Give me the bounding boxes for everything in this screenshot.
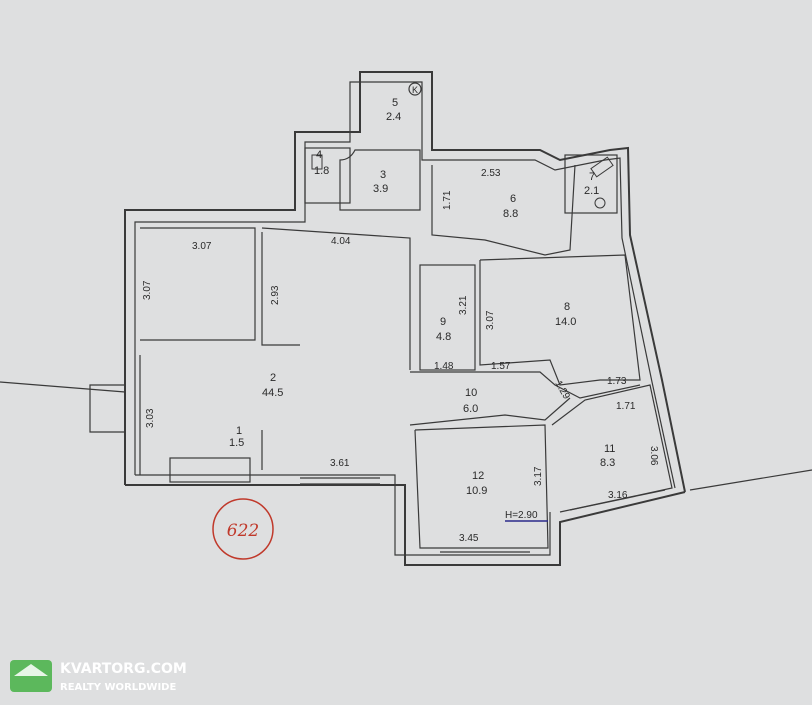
boiler-symbol: K xyxy=(412,85,418,95)
dimension-labels: 3.07 3.07 2.93 4.04 3.03 3.61 2.53 1.71 … xyxy=(142,168,659,544)
watermark-brand: KVARTORG.COM xyxy=(60,661,187,677)
room-4-number: 4 xyxy=(316,149,322,161)
stamp: 622 xyxy=(212,498,274,560)
room-2-area: 44.5 xyxy=(262,387,283,399)
room-11-area: 8.3 xyxy=(600,457,615,469)
room-11-number: 11 xyxy=(604,443,615,455)
wall-room-3 xyxy=(339,149,421,211)
wall-hall-left xyxy=(261,232,300,346)
dim-r3-bottom: 4.04 xyxy=(331,236,351,247)
bathtub-icon xyxy=(590,156,614,178)
dim-r6-left: 1.71 xyxy=(442,190,453,210)
room-3-area: 3.9 xyxy=(373,183,388,195)
room-12-number: 12 xyxy=(472,470,484,482)
room-10-area: 6.0 xyxy=(463,403,478,415)
dim-r2-left: 3.07 xyxy=(142,280,153,300)
dim-r2-bottom: 3.61 xyxy=(330,458,350,469)
dim-r11-right: 3.06 xyxy=(648,446,659,466)
room-7-number: 7 xyxy=(589,171,595,183)
watermark-subtitle: REALTY WORLDWIDE xyxy=(60,682,176,693)
dim-r8-bottom: 1.57 xyxy=(491,361,511,372)
room-3-number: 3 xyxy=(380,169,386,181)
window-room-11 xyxy=(569,489,666,511)
wall-room-12 xyxy=(414,424,549,549)
dim-r12-bottom: 3.45 xyxy=(459,533,479,544)
dim-r11-top2: 1.71 xyxy=(616,401,636,412)
ceiling-height-label: H=2.90 xyxy=(505,510,538,521)
outer-wall-top xyxy=(124,71,686,493)
stamp-circle xyxy=(212,498,274,560)
room-9-number: 9 xyxy=(440,316,446,328)
wall-room-6 xyxy=(431,164,576,256)
wall-left-room xyxy=(140,227,256,341)
boiler-icon xyxy=(408,82,422,96)
room-1-number: 1 xyxy=(236,425,242,437)
room-6-area: 8.8 xyxy=(503,208,518,220)
room-7-area: 2.1 xyxy=(584,185,599,197)
room-9-area: 4.8 xyxy=(436,331,451,343)
wall-room-9 xyxy=(419,264,476,371)
room-6-number: 6 xyxy=(510,193,516,205)
watermark: KVARTORG.COM REALTY WORLDWIDE xyxy=(10,660,187,693)
interior-walls xyxy=(0,147,812,553)
wall-left-bump xyxy=(89,384,125,433)
room-2-number: 2 xyxy=(270,372,276,384)
dim-r12-right: 3.17 xyxy=(533,466,544,486)
wall-left-ext xyxy=(0,381,126,393)
wall-corridor-top xyxy=(410,371,641,399)
room-4-area: 1.8 xyxy=(314,165,329,177)
wall-right-ext xyxy=(689,469,812,491)
room-8-area: 14.0 xyxy=(555,316,576,328)
dim-r2-inner: 2.93 xyxy=(270,285,281,305)
wall-room-7 xyxy=(564,154,618,214)
room-8-number: 8 xyxy=(564,301,570,313)
room-5-number: 5 xyxy=(392,97,398,109)
room-labels: 1 1.5 2 44.5 3 3.9 4 1.8 5 2.4 6 8.8 7 2… xyxy=(229,97,615,497)
wall-corridor-bottom xyxy=(409,397,571,426)
dim-r6-top: 2.53 xyxy=(481,168,501,179)
fixtures: K xyxy=(311,82,614,209)
outer-wall-inner-bottom xyxy=(135,474,551,556)
bay-room-1 xyxy=(169,457,251,483)
stamp-text: 622 xyxy=(227,521,259,541)
wall-hall-top xyxy=(261,227,411,370)
dim-r11-bottom: 3.16 xyxy=(608,490,628,501)
room-5-area: 2.4 xyxy=(386,111,401,123)
room-1-area: 1.5 xyxy=(229,437,244,449)
dim-r2-top: 3.07 xyxy=(192,241,212,252)
dim-r2-lower-left: 3.03 xyxy=(145,408,156,428)
wall-room-8 xyxy=(479,254,641,386)
watermark-house-icon xyxy=(14,664,48,676)
dim-r11-top1: 1.73 xyxy=(607,376,627,387)
room-10-number: 10 xyxy=(465,387,477,399)
outer-wall-bottom xyxy=(125,484,686,566)
dim-r9-right: 3.21 xyxy=(458,295,469,315)
dim-r8-left: 3.07 xyxy=(485,310,496,330)
dim-r9-bottom: 1.48 xyxy=(434,361,454,372)
wall-room-4 xyxy=(304,147,351,204)
toilet-icon xyxy=(311,154,323,170)
toilet-icon-2 xyxy=(594,197,606,209)
room-12-area: 10.9 xyxy=(466,485,487,497)
